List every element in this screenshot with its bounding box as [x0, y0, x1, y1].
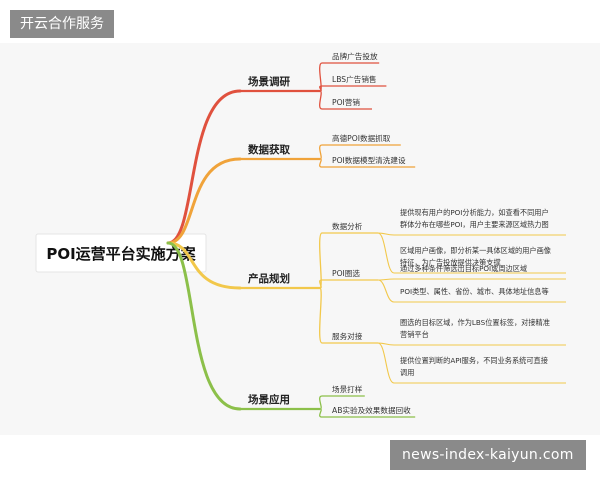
- root-node-label: POI运营平台实施方案: [46, 245, 196, 263]
- item-connector: [319, 158, 323, 168]
- item-label: 高德POI数据抓取: [332, 133, 391, 143]
- branch-connector: [166, 89, 242, 245]
- branch-label: 产品规划: [248, 272, 290, 285]
- detail-text: 营销平台: [400, 330, 429, 339]
- detail-connector: [377, 278, 395, 281]
- branch-label: 场景调研: [248, 75, 290, 88]
- item-connector: [319, 408, 323, 418]
- detail-text: 提供位置判断的API服务，不同业务系统可直接: [400, 356, 548, 365]
- item-label: POI营销: [332, 97, 360, 107]
- detail-connector: [377, 342, 395, 346]
- branch-label: 数据获取: [247, 143, 290, 156]
- item-connector: [319, 287, 323, 344]
- branch-label: 场景应用: [248, 393, 290, 406]
- banner-tag: 开云合作服务: [10, 10, 114, 38]
- item-connector: [319, 144, 323, 160]
- detail-text: 调用: [400, 368, 414, 377]
- detail-connector: [377, 342, 395, 384]
- detail-text: POI类型、属性、省份、城市、具体地址信息等: [400, 287, 549, 296]
- item-label: 品牌广告投放: [332, 51, 378, 61]
- root-node-box: [35, 233, 207, 273]
- item-connector: [319, 395, 323, 410]
- item-label: POI圈选: [332, 268, 360, 278]
- branch-connector: [166, 157, 242, 245]
- mindmap-canvas: POI运营平台实施方案 场景调研 品牌广告投放 LBS广告销售 POI营销数据获取 高德P…: [0, 43, 600, 435]
- detail-text: 群体分布在哪些POI，用户主要来源区域热力图: [400, 220, 549, 229]
- item-label: POI数据模型清洗建设: [332, 155, 406, 165]
- item-label: 服务对接: [332, 331, 363, 341]
- detail-text: 通过多种条件筛选出目标POI或周边区域: [400, 264, 527, 273]
- detail-text: 特征，为广告投放提供决策支撑: [400, 258, 501, 267]
- detail-connector: [377, 279, 395, 303]
- detail-connector: [377, 232, 395, 274]
- detail-text: 提供现有用户的POI分析能力，如查看不同用户: [400, 208, 549, 217]
- item-label: AB实验及效果数据回收: [332, 405, 411, 415]
- branch-connector: [166, 241, 242, 290]
- item-connector: [319, 90, 323, 110]
- item-label: LBS广告销售: [332, 74, 377, 84]
- detail-text: 区域用户画像，即分析某一具体区域的用户画像: [400, 246, 551, 255]
- detail-text: 圈选的目标区域，作为LBS位置标签，对接精准: [400, 318, 550, 327]
- item-label: 数据分析: [332, 221, 363, 231]
- watermark-tag: news-index-kaiyun.com: [390, 440, 586, 470]
- item-label: 场景打样: [332, 384, 363, 394]
- branch-connector: [166, 241, 242, 411]
- detail-connector: [377, 232, 395, 236]
